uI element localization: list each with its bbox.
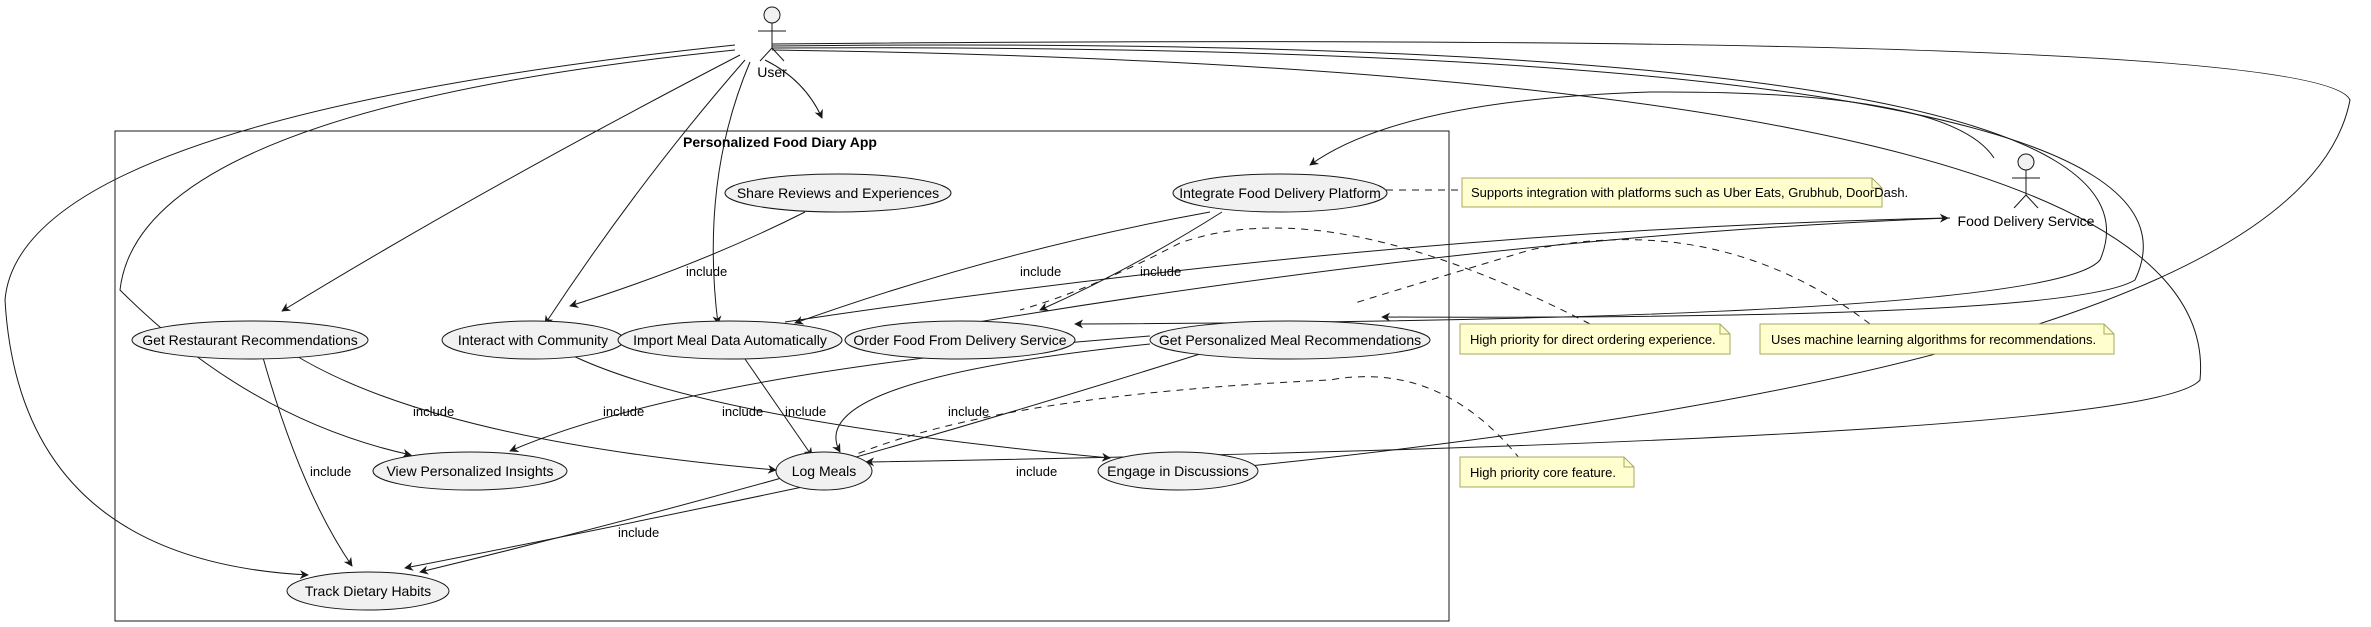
svg-text:Engage in Discussions: Engage in Discussions — [1107, 463, 1249, 479]
edge-label: include — [603, 404, 644, 419]
edge-restaurant-track — [261, 353, 353, 567]
actor-food-delivery-label: Food Delivery Service — [1958, 213, 2095, 229]
note-link-ml — [1354, 239, 1871, 325]
use-case-engage-discussions[interactable]: Engage in Discussions — [1097, 451, 1259, 491]
edge-user-engage-discussions — [771, 41, 2351, 472]
edges — [4, 41, 2351, 580]
system-boundary — [114, 130, 1450, 622]
edge-user-meal-recs — [771, 47, 2144, 322]
edge-label: include — [1020, 264, 1061, 279]
svg-text:Uses machine learning algorith: Uses machine learning algorithms for rec… — [1771, 332, 2096, 347]
edge-import-to-delivery — [784, 213, 1949, 323]
use-case-interact-community[interactable]: Interact with Community — [441, 320, 625, 360]
use-case-integrate-delivery[interactable]: Integrate Food Delivery Platform — [1172, 173, 1388, 213]
edge-label: include — [686, 264, 727, 279]
edge-user-restaurant-recs — [281, 54, 741, 312]
edge-label: include — [785, 404, 826, 419]
svg-text:Interact with Community: Interact with Community — [458, 332, 608, 348]
edge-label: include — [722, 404, 763, 419]
system-title: Personalized Food Diary App — [683, 134, 877, 150]
edge-share-interact — [569, 211, 806, 308]
svg-text:Log Meals: Log Meals — [792, 463, 857, 479]
edge-label: include — [413, 404, 454, 419]
edge-delivery-order-food — [959, 217, 1951, 326]
edge-user-import-meal — [712, 61, 751, 325]
use-case-log-meals[interactable]: Log Meals — [775, 451, 873, 491]
svg-text:Get Personalized Meal Recommen: Get Personalized Meal Recommendations — [1159, 332, 1421, 348]
stick-figure-icon — [2012, 153, 2040, 209]
svg-text:High priority core feature.: High priority core feature. — [1470, 465, 1616, 480]
use-case-import-meal[interactable]: Import Meal Data Automatically — [617, 320, 843, 360]
use-case-meal-recs[interactable]: Get Personalized Meal Recommendations — [1149, 320, 1431, 360]
actor-food-delivery[interactable]: Food Delivery Service — [1958, 153, 2095, 229]
edge-label: include — [1016, 464, 1057, 479]
svg-text:Get Restaurant Recommendations: Get Restaurant Recommendations — [142, 332, 358, 348]
edge-label: include — [1140, 264, 1181, 279]
edge-integrate-order — [1039, 211, 1223, 311]
edge-user-order-food — [771, 44, 2107, 329]
edge-labels: include include include include include … — [310, 264, 1181, 540]
edge-restaurant-log — [289, 351, 777, 474]
stick-figure-icon — [758, 6, 786, 62]
svg-text:Supports integration with plat: Supports integration with platforms such… — [1471, 185, 1908, 200]
edge-user-track-habits — [4, 44, 736, 580]
edge-label: include — [310, 464, 351, 479]
svg-text:Integrate Food Delivery Platfo: Integrate Food Delivery Platform — [1179, 185, 1381, 201]
svg-text:View Personalized Insights: View Personalized Insights — [386, 463, 553, 479]
svg-text:Track Dietary Habits: Track Dietary Habits — [305, 583, 431, 599]
svg-text:Import Meal Data Automatically: Import Meal Data Automatically — [633, 332, 827, 348]
note-connectors — [851, 189, 1871, 460]
use-case-view-insights[interactable]: View Personalized Insights — [372, 451, 568, 491]
use-case-share-reviews[interactable]: Share Reviews and Experiences — [724, 173, 952, 213]
edge-user-view-insights — [119, 49, 736, 458]
edge-interact-engage — [564, 351, 1111, 462]
note-link-core — [851, 376, 1521, 460]
use-case-track-habits[interactable]: Track Dietary Habits — [286, 571, 450, 611]
actor-user[interactable]: User — [757, 6, 787, 80]
svg-text:Order Food From Delivery Servi: Order Food From Delivery Service — [853, 332, 1066, 348]
note-core: High priority core feature. — [1459, 456, 1635, 488]
edge-label: include — [618, 525, 659, 540]
note-ml: Uses machine learning algorithms for rec… — [1759, 323, 2115, 355]
note-link-ordering — [1019, 227, 1591, 325]
edge-log-track — [404, 481, 827, 571]
edge-label: include — [948, 404, 989, 419]
edge-user-log-meals — [771, 49, 2202, 467]
edge-integrate-import — [794, 211, 1211, 325]
actor-user-label: User — [757, 64, 787, 80]
svg-text:High priority for direct order: High priority for direct ordering experi… — [1470, 332, 1716, 347]
edge-user-interact-community — [544, 59, 746, 325]
svg-text:Share Reviews and Experiences: Share Reviews and Experiences — [737, 185, 939, 201]
use-cases: Share Reviews and Experiences Integrate … — [131, 173, 1431, 611]
use-case-order-food[interactable]: Order Food From Delivery Service — [844, 320, 1076, 360]
use-case-restaurant-recs[interactable]: Get Restaurant Recommendations — [131, 320, 369, 360]
edge-delivery-integrate — [1309, 91, 1995, 166]
edge-meal-insights — [509, 335, 1151, 452]
edge-meal-log — [832, 343, 1151, 453]
edge-user-share-reviews — [764, 59, 823, 119]
note-ordering: High priority for direct ordering experi… — [1459, 323, 1731, 355]
note-integration: Supports integration with platforms such… — [1461, 177, 1908, 208]
edge-import-log — [744, 358, 813, 457]
